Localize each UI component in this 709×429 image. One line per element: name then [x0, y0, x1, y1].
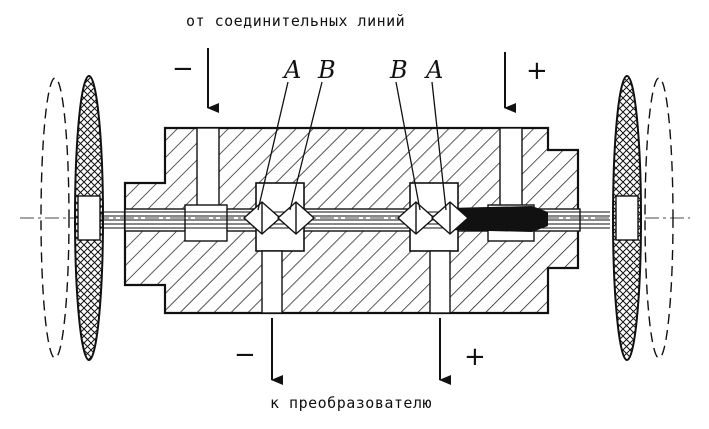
right-inlet-port: [499, 127, 523, 211]
left-outlet-port: [261, 250, 283, 314]
label-a-right: A: [426, 56, 444, 84]
label-b-left: B: [318, 56, 336, 84]
label-pointers: [257, 81, 447, 211]
flow-arrows: [207, 48, 516, 385]
left-inlet-chamber: [184, 204, 228, 242]
label-b-right: B: [390, 56, 408, 84]
right-valve-seats: [396, 201, 470, 235]
left-valve-seats: [242, 201, 316, 235]
right-handwheel-alt: [644, 77, 674, 359]
left-hub: [77, 195, 101, 241]
sign-top-right: +: [526, 56, 548, 86]
right-hub: [615, 195, 639, 241]
bottom-caption: к преобразователю: [270, 394, 433, 412]
top-caption: от соединительных линий: [186, 12, 406, 30]
right-rod-dark: [448, 206, 548, 232]
left-handwheel-alt: [40, 77, 70, 359]
sign-top-left: −: [172, 54, 194, 84]
left-inlet-port: [196, 127, 220, 211]
sign-bottom-right: +: [464, 342, 486, 372]
label-a-left: A: [284, 56, 302, 84]
sign-bottom-left: −: [234, 340, 256, 370]
right-outlet-port: [429, 250, 451, 314]
